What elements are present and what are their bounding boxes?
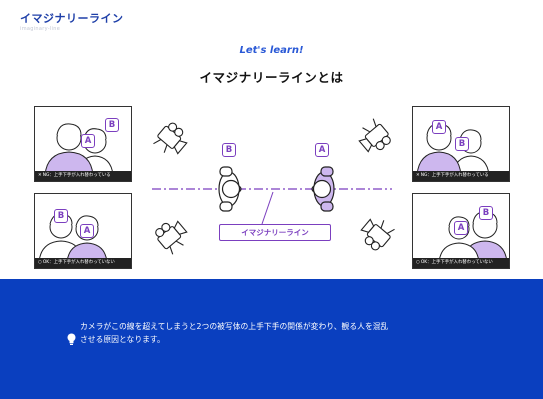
- panel-caption: ○OK：上手下手が入れ替わっていない: [413, 258, 509, 268]
- person-a-topview: [311, 166, 335, 212]
- panel-caption: ✕NG：上手下手が入れ替わっている: [35, 171, 131, 181]
- panel-top-left-ng: B A ✕NG：上手下手が入れ替わっている: [34, 106, 132, 182]
- camera-icon: [155, 220, 188, 255]
- subject-badge: B: [54, 209, 68, 223]
- brand-logo[interactable]: イマジナリーライン: [20, 12, 124, 25]
- panel-caption: ○OK：上手下手が入れ替わっていない: [35, 258, 131, 268]
- two-people-illustration: [44, 123, 114, 176]
- person-b-badge: B: [222, 143, 236, 157]
- panel-top-right-ng: A B ✕NG：上手下手が入れ替わっている: [412, 106, 510, 182]
- subject-badge: A: [432, 120, 446, 134]
- camera-icon: [358, 118, 391, 153]
- subject-badge: A: [80, 224, 94, 238]
- camera-icon: [153, 122, 188, 155]
- explanation-line: させる原因となります。: [80, 335, 165, 344]
- info-band: [0, 279, 543, 399]
- subject-badge: B: [479, 206, 493, 220]
- panel-bottom-left-ok: B A ○OK：上手下手が入れ替わっていない: [34, 193, 132, 269]
- camera-icon: [360, 218, 395, 251]
- subject-badge: A: [81, 134, 95, 148]
- subject-badge: B: [105, 118, 119, 132]
- panel-bottom-right-ok: A B ○OK：上手下手が入れ替わっていない: [412, 193, 510, 269]
- subject-badge: A: [454, 221, 468, 235]
- imaginary-line-label: イマジナリーライン: [219, 224, 331, 241]
- subject-badge: B: [455, 137, 469, 151]
- explanation-text: カメラがこの線を超えてしまうと2つの被写体の上手下手の関係が変わり、観る人を混乱…: [80, 320, 520, 346]
- person-a-badge: A: [315, 143, 329, 157]
- page-title: イマジナリーラインとは: [199, 70, 344, 85]
- explanation-line: カメラがこの線を超えてしまうと2つの被写体の上手下手の関係が変わり、観る人を混乱: [80, 322, 389, 331]
- brand-subtitle: imaginary-line: [20, 26, 61, 32]
- kicker-text: Let's learn!: [239, 45, 304, 56]
- line-label-pointer: [261, 191, 274, 225]
- person-b-topview: [218, 166, 242, 212]
- panel-caption: ✕NG：上手下手が入れ替わっている: [413, 171, 509, 181]
- lightbulb-icon: [67, 333, 76, 345]
